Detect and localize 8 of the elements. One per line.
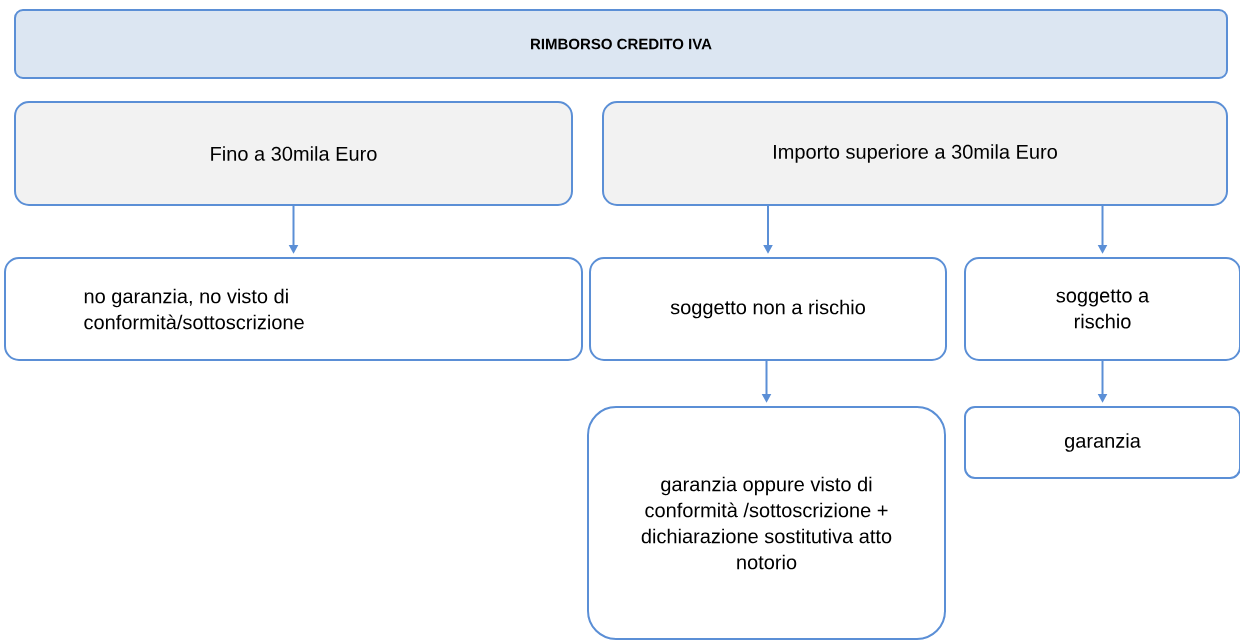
requirement-box: garanzia oppure visto di conformità /sottoscrizione + dichiarazione sostitutiva atto notorio bbox=[587, 406, 946, 640]
title-box: RIMBORSO CREDITO IVA bbox=[14, 9, 1228, 79]
outcome-box: soggetto a rischio bbox=[964, 257, 1240, 361]
requirement-box: garanzia bbox=[964, 406, 1240, 479]
outcome-box: soggetto non a rischio bbox=[589, 257, 947, 361]
category-box: Fino a 30mila Euro bbox=[14, 101, 573, 206]
outcome-box: no garanzia, no visto di conformità/sottoscrizione bbox=[4, 257, 583, 361]
category-box: Importo superiore a 30mila Euro bbox=[602, 101, 1228, 206]
